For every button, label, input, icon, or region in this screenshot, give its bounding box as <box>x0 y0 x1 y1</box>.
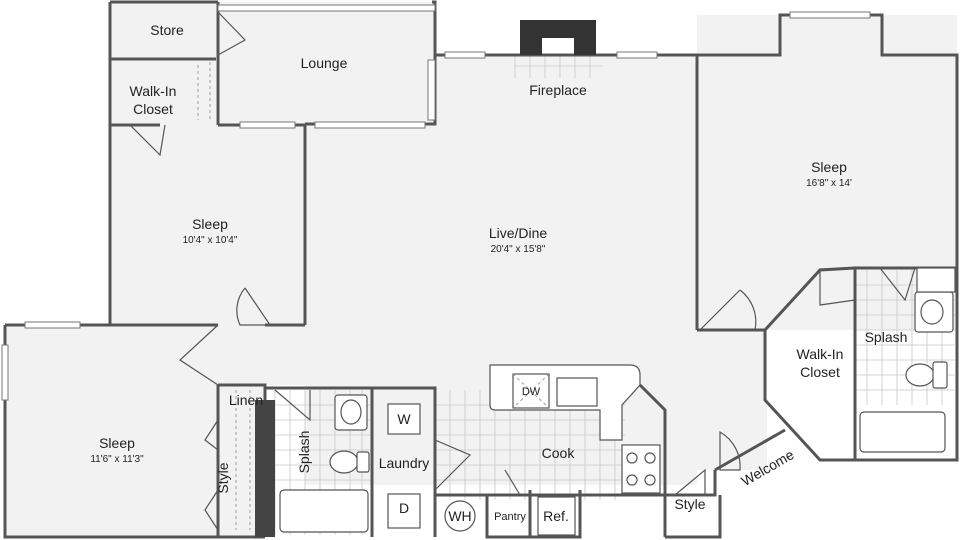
label-live-dine: Live/Dine <box>489 225 548 241</box>
left-bath-wall-block <box>255 400 275 537</box>
label-cook: Cook <box>542 445 576 461</box>
refrigerator-box <box>537 496 576 536</box>
water-heater <box>444 500 476 532</box>
label-fireplace: Fireplace <box>529 82 587 98</box>
label-linen: Linen <box>229 392 263 408</box>
label-dishwasher: DW <box>522 386 541 398</box>
label-laundry: Laundry <box>379 455 430 471</box>
left-toilet <box>329 450 359 474</box>
left-tub <box>279 489 369 533</box>
windows <box>1 4 871 401</box>
window-lounge-top <box>217 4 436 12</box>
fixtures <box>255 267 956 537</box>
range <box>621 444 661 494</box>
label-sleep-middle: Sleep <box>192 216 228 232</box>
fireplace <box>520 20 596 55</box>
label-walkin-left-1: Walk-In <box>130 83 177 99</box>
label-walkin-right-2: Closet <box>800 364 840 380</box>
label-lounge: Lounge <box>301 55 348 71</box>
window-sleep-right <box>789 11 871 19</box>
doors <box>129 11 916 531</box>
label-walkin-left-2: Closet <box>133 101 173 117</box>
window-sleep-bottom-left <box>1 344 9 401</box>
kitchen-sink <box>556 377 598 407</box>
window-sleep-bottom-top <box>24 321 81 329</box>
washer-box <box>387 403 421 435</box>
dryer-box <box>387 493 421 529</box>
window-sleep-middle-1 <box>239 121 296 129</box>
dims-sleep-middle: 10'4" x 10'4" <box>183 235 238 246</box>
label-washer: W <box>397 411 411 427</box>
label-store: Store <box>150 22 184 38</box>
label-pantry: Pantry <box>494 511 526 523</box>
floor-areas <box>5 2 957 537</box>
label-splash-right: Splash <box>865 329 908 345</box>
label-dryer: D <box>399 500 409 516</box>
window-lounge-right <box>427 59 436 121</box>
label-refrigerator: Ref. <box>543 508 569 524</box>
right-tub <box>859 411 946 453</box>
dims-sleep-bottom: 11'6" x 11'3" <box>90 454 144 465</box>
dims-sleep-right: 16'8" x 14' <box>806 178 852 189</box>
window-live-1 <box>444 51 486 59</box>
label-sleep-bottom: Sleep <box>99 435 135 451</box>
right-toilet <box>905 363 935 387</box>
label-water-heater: WH <box>448 508 471 524</box>
window-sleep-middle-2 <box>314 121 426 129</box>
window-live-2 <box>616 51 658 59</box>
labels: Store Lounge Walk-In Closet Fireplace Sl… <box>90 22 907 524</box>
label-style-right: Style <box>674 496 705 512</box>
label-splash-left: Splash <box>296 431 312 474</box>
dims-live-dine: 20'4" x 15'8" <box>491 244 546 255</box>
label-walkin-right-1: Walk-In <box>797 346 844 362</box>
label-sleep-right: Sleep <box>811 159 847 175</box>
label-style-left: Style <box>215 462 231 493</box>
